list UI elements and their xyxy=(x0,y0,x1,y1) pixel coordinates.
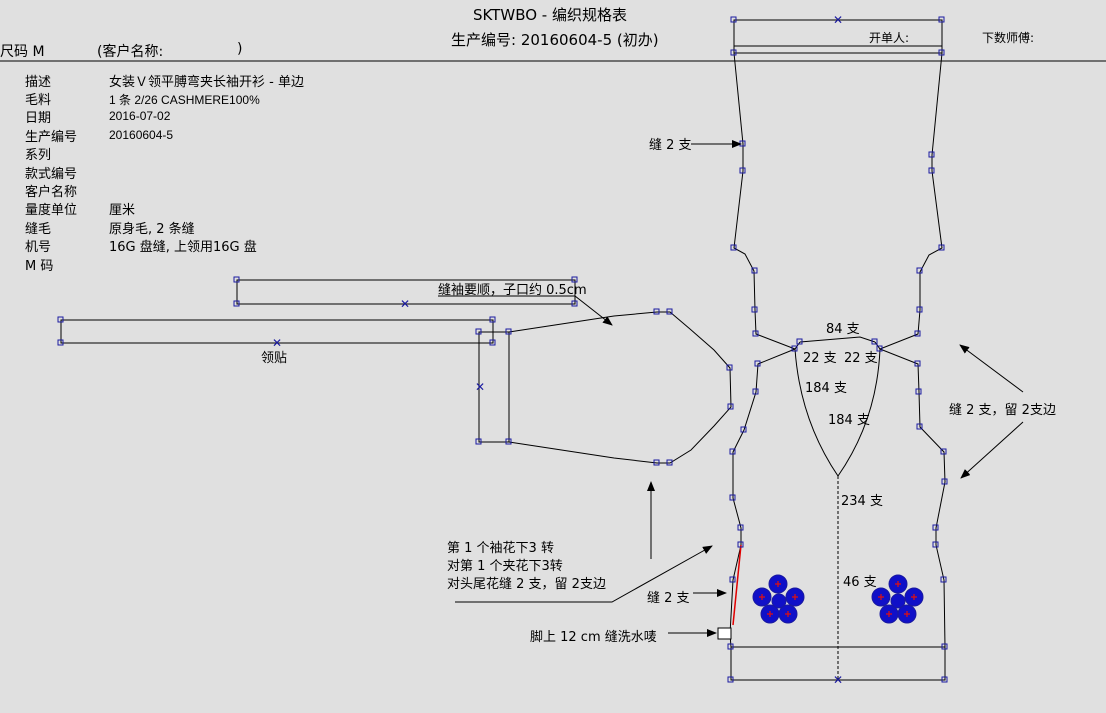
size-label: 尺码 M xyxy=(0,44,45,60)
flower-note-2: 对第 1 个夹花下3转 xyxy=(447,559,563,574)
stitch-84: 84 支 xyxy=(826,322,860,337)
info-label-seam: 缝毛 xyxy=(25,222,52,237)
info-value-machine: 16G 盘缝, 上领用16G 盘 xyxy=(109,240,257,255)
info-value-seam: 原身毛, 2 条缝 xyxy=(109,222,195,237)
svg-text:✕: ✕ xyxy=(272,336,282,350)
flower-note-3: 对头尾花缝 2 支，留 2支边 xyxy=(447,577,606,592)
info-label-unit: 量度单位 xyxy=(25,203,78,218)
collar-strip xyxy=(60,319,494,344)
info-label-series: 系列 xyxy=(25,148,52,163)
hem-note: 脚上 12 cm 缝洗水唛 xyxy=(530,630,657,645)
info-value-date: 2016-07-02 xyxy=(109,109,171,123)
flower-right-centers xyxy=(878,581,917,617)
flower-note-1: 第 1 个袖花下3 转 xyxy=(447,541,554,556)
customer-name-label: (客户名称: xyxy=(97,44,164,60)
svg-text:✕: ✕ xyxy=(475,380,485,394)
info-value-production-no: 20160604-5 xyxy=(109,128,174,142)
info-label-machine: 机号 xyxy=(25,240,52,255)
stitch-22-left: 22 支 xyxy=(803,351,837,366)
page-title: SKTWBO - 编织规格表 xyxy=(473,6,627,24)
customer-name-close: ) xyxy=(237,41,243,57)
opener-label: 开单人: xyxy=(869,31,910,45)
svg-text:✕: ✕ xyxy=(400,297,410,311)
stitch-46: 46 支 xyxy=(843,575,877,590)
stitch-22-right: 22 支 xyxy=(844,351,878,366)
info-label-yarn: 毛料 xyxy=(25,93,52,108)
body-outline xyxy=(729,52,946,681)
svg-text:✕: ✕ xyxy=(833,13,843,27)
seam-2-top: 缝 2 支 xyxy=(649,138,692,153)
flower-left-centers xyxy=(759,581,798,617)
outline-nodes xyxy=(57,16,948,683)
collar-label: 领贴 xyxy=(261,351,288,366)
info-value-description: 女装Ｖ领平膊弯夹长袖开衫 - 单边 xyxy=(109,75,304,90)
sleeve-band xyxy=(236,279,576,305)
info-label-size-m: M 码 xyxy=(25,259,54,274)
production-number-header: 生产编号: 20160604-5 (初办) xyxy=(451,31,659,49)
info-label-style-no: 款式编号 xyxy=(25,167,78,182)
info-label-description: 描述 xyxy=(25,75,52,90)
seam-2-bottom: 缝 2 支 xyxy=(647,591,690,606)
info-label-production-no: 生产编号 xyxy=(25,130,78,145)
info-label-date: 日期 xyxy=(25,111,52,126)
knitter-label: 下数师傅: xyxy=(982,31,1035,45)
red-seam-line xyxy=(732,544,742,626)
info-value-yarn: 1 条 2/26 CASHMERE100% xyxy=(109,93,260,107)
top-collar-band xyxy=(733,19,943,54)
annotation-arrows xyxy=(438,140,1024,637)
info-value-unit: 厘米 xyxy=(109,203,136,218)
sleeve-outline xyxy=(478,311,732,464)
stitch-234: 234 支 xyxy=(841,494,883,509)
stitch-184-a: 184 支 xyxy=(805,381,847,396)
svg-text:✕: ✕ xyxy=(833,673,843,687)
care-label-box xyxy=(717,627,732,640)
sleeve-note: 缝袖要顺，子口约 0.5cm xyxy=(438,283,587,298)
stitch-184-b: 184 支 xyxy=(828,413,870,428)
seam-keep-note: 缝 2 支，留 2支边 xyxy=(949,403,1056,418)
info-label-customer: 客户名称 xyxy=(25,185,78,200)
